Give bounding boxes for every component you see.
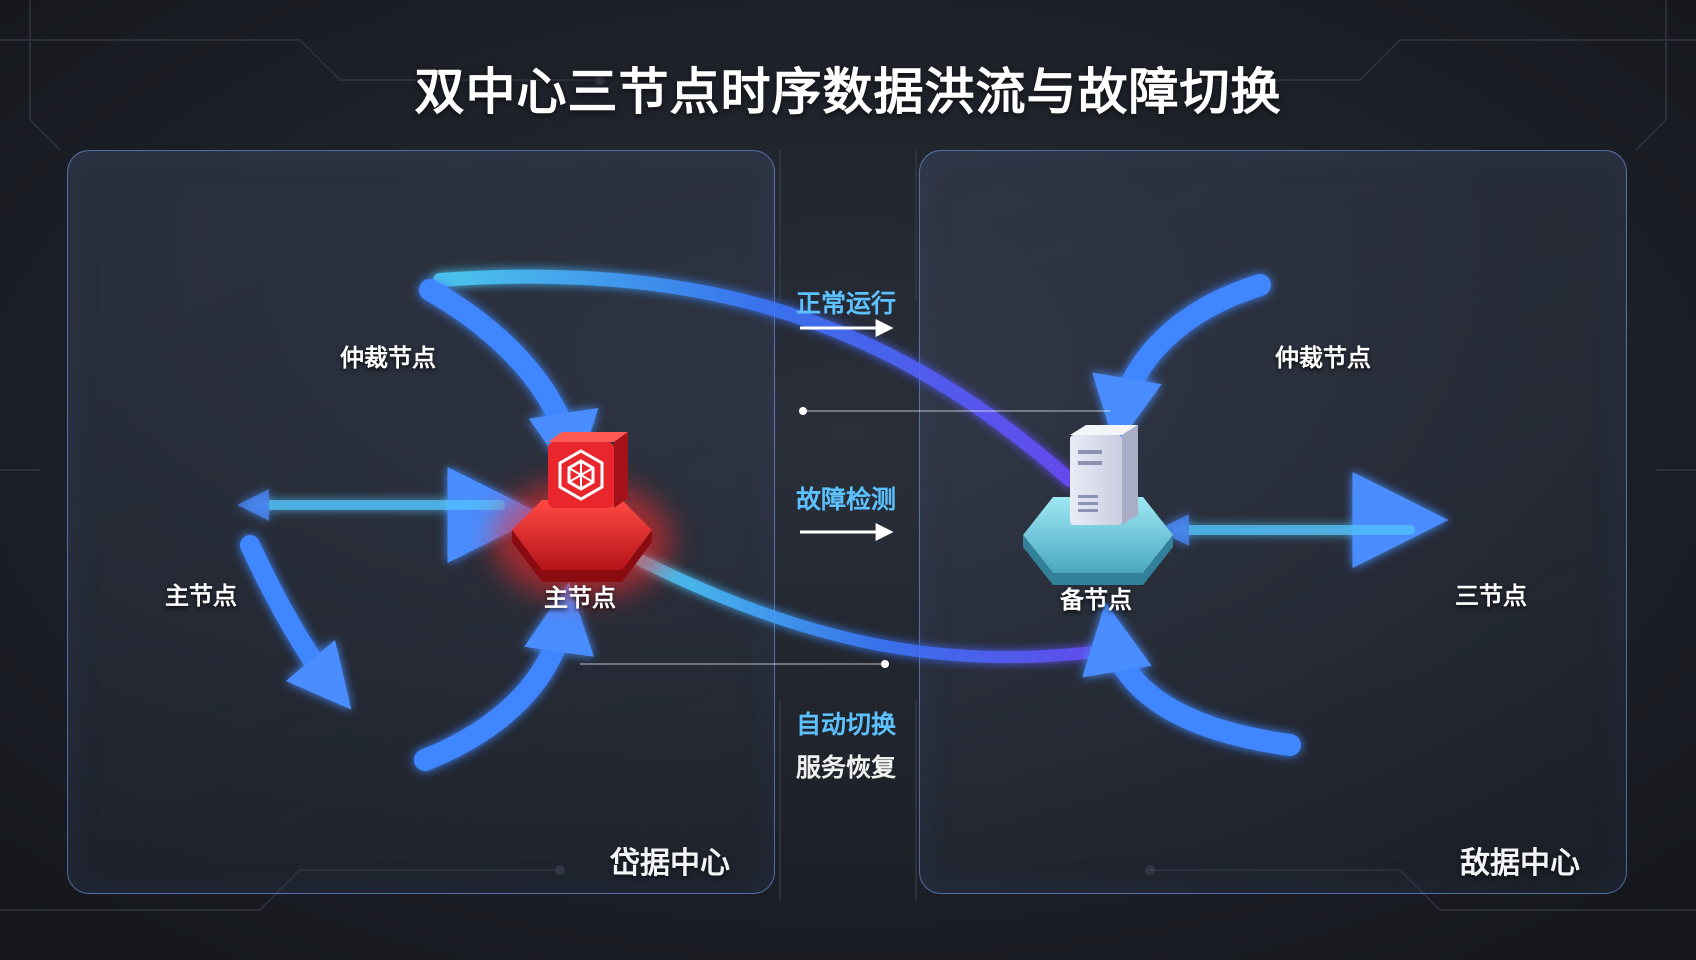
connector-upper-dot [799,407,807,415]
label-auto-switch: 自动切换 [796,705,896,741]
flow-bottom-to-backup [1110,630,1290,745]
flow-arbiter-to-primary [430,290,570,455]
label-fault-detection: 故障检测 [796,480,896,516]
label-arbiter-right: 仲裁节点 [1275,338,1371,373]
flow-bottom-arc [640,560,1110,657]
node-backup [1023,425,1173,585]
label-primary-left: 主节点 [165,576,237,611]
label-third: 三节点 [1455,576,1527,611]
flow-arbiter-to-backup [1120,285,1260,420]
label-normal-operation: 正常运行 [796,284,896,320]
label-primary-center: 主节点 [544,578,616,613]
connector-lower-dot [881,660,889,668]
label-arbiter-left: 仲裁节点 [340,338,436,373]
label-backup: 备节点 [1060,580,1132,615]
label-service-recovery: 服务恢复 [796,748,896,784]
flow-left-to-bottom [250,545,335,690]
flow-bottom-to-center [425,610,565,760]
label-left-data-center: 岱据中心 [610,838,730,882]
node-primary-center [492,432,672,600]
inter-center-flows [440,277,1110,657]
label-right-data-center: 敌据中心 [1460,838,1580,882]
